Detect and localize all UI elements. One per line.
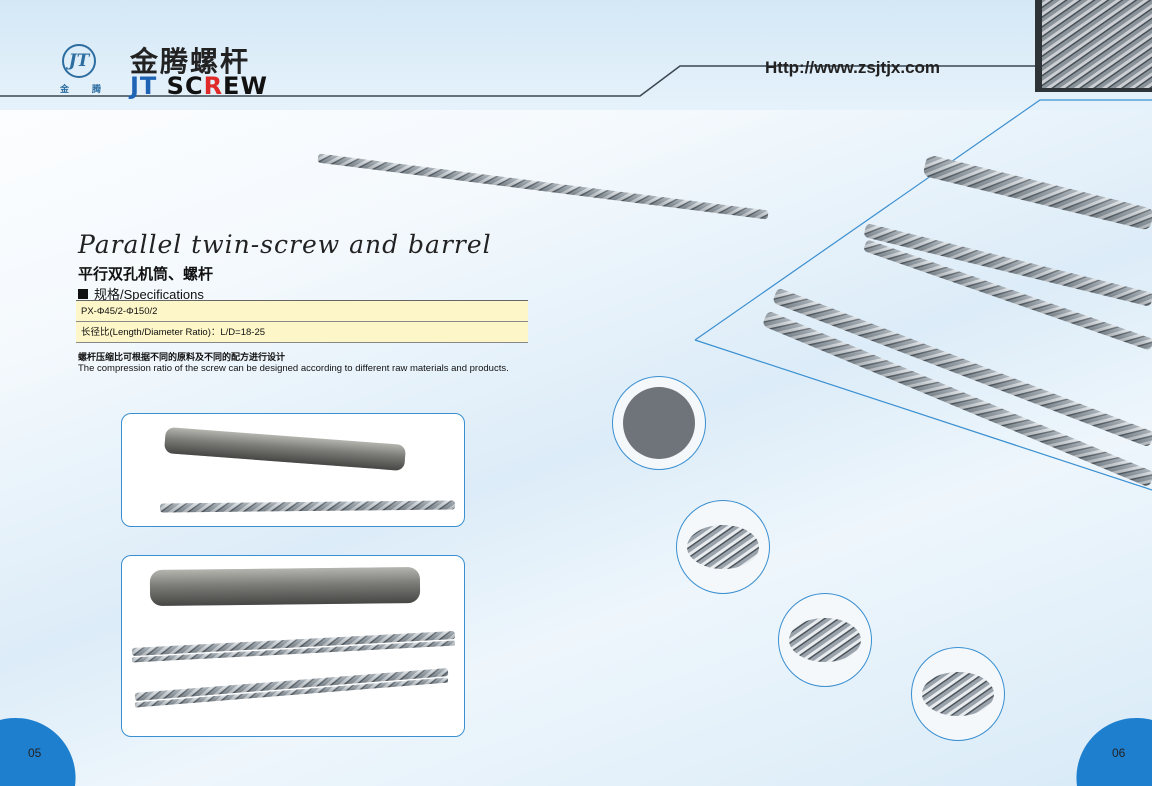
product-title-script: Parallel twin-screw and barrel	[78, 230, 492, 259]
large-screw-4	[773, 289, 1152, 446]
detail-photo-4	[922, 672, 994, 716]
large-screw-2	[864, 224, 1152, 306]
header-rule	[0, 65, 1040, 97]
brand-jt: JT	[130, 72, 167, 100]
hero-twin-screw	[317, 153, 769, 220]
twin-screw-pair-3a	[134, 668, 449, 701]
note-en: The compression ratio of the screw can b…	[78, 363, 509, 374]
twin-bore-barrel	[149, 567, 421, 606]
twin-screw-pair-2a	[131, 631, 456, 656]
large-screw-3	[864, 240, 1152, 350]
detail-photo-1	[623, 387, 695, 459]
square-bullet-icon	[78, 289, 88, 299]
brand-r: R	[203, 72, 224, 100]
logo-sub-right: 腾	[92, 84, 102, 94]
header-band	[0, 0, 1152, 110]
spec-row-ld-ratio: 长径比(Length/Diameter Ratio)：L/D=18-25	[76, 322, 528, 343]
large-screw-1	[923, 155, 1152, 230]
twin-screw-pair-2b	[131, 640, 456, 663]
logo-mark: JT	[62, 44, 96, 78]
corner-arc-right	[1076, 717, 1152, 786]
brand-name-cn: 金腾螺杆	[130, 45, 251, 78]
corner-arc-left	[0, 717, 76, 786]
detail-photo-3	[789, 618, 861, 662]
brand-sc: SC	[166, 72, 204, 100]
brand-name-en: JT SCREW	[130, 72, 268, 100]
note-cn: 螺杆压缩比可根据不同的原料及不同的配方进行设计	[78, 352, 286, 362]
spec-row-model: PX-Φ45/2-Φ150/2	[76, 301, 528, 322]
spec-table: PX-Φ45/2-Φ150/2 长径比(Length/Diameter Rati…	[76, 300, 528, 343]
website-url[interactable]: Http://www.zsjtjx.com	[765, 58, 941, 77]
twin-screw-pair-3b	[134, 677, 449, 708]
page-number-right: 06	[1112, 746, 1126, 760]
page-number-left: 05	[28, 746, 42, 760]
spec-heading: 规格/Specifications	[78, 284, 204, 303]
product-title-cn: 平行双孔机筒、螺杆	[78, 265, 214, 283]
spec-heading-text: 规格/Specifications	[94, 287, 204, 302]
logo-sub-left: 金	[60, 84, 70, 94]
barrel-with-heater	[164, 427, 406, 471]
twin-screw-pair-1	[159, 500, 456, 513]
perspective-plane-outline	[694, 99, 1152, 491]
detail-photo-2	[687, 525, 759, 569]
large-screw-5	[763, 312, 1152, 486]
brand-ew: EW	[223, 72, 268, 100]
